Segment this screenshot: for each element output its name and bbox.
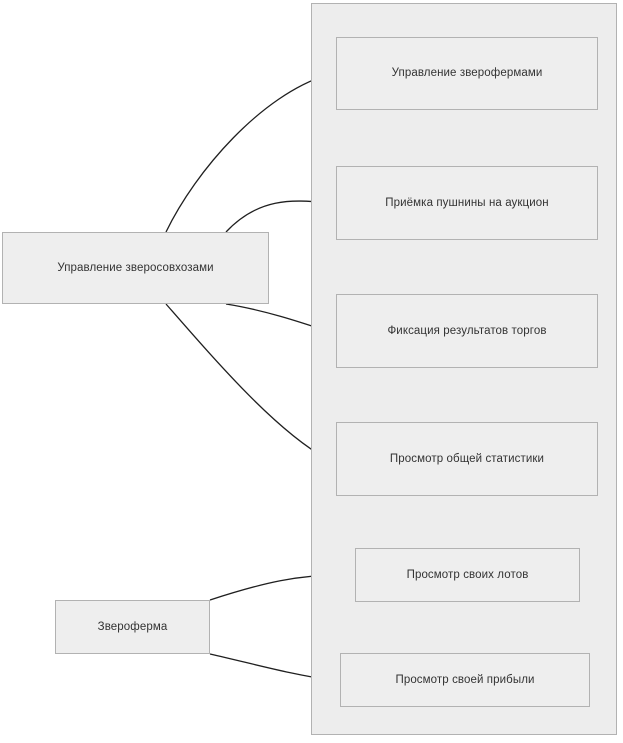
use-case-uc-priyomka-pushniny[interactable]: Приёмка пушнины на аукцион bbox=[336, 166, 598, 240]
use-case-uc-upravlenie-zverofermami[interactable]: Управление зверофермами bbox=[336, 37, 598, 110]
use-case-uc-prosmotr-obshchey-statistiki[interactable]: Просмотр общей статистики bbox=[336, 422, 598, 496]
actor-label: Звероферма bbox=[97, 620, 168, 633]
system-boundary-panel bbox=[311, 3, 617, 735]
use-case-uc-prosmotr-svoih-lotov[interactable]: Просмотр своих лотов bbox=[355, 548, 580, 602]
actor-actor-zveroferma[interactable]: Звероферма bbox=[55, 600, 210, 654]
use-case-label: Приёмка пушнины на аукцион bbox=[385, 196, 549, 209]
use-case-uc-prosmotr-svoey-pribyli[interactable]: Просмотр своей прибыли bbox=[340, 653, 590, 707]
use-case-label: Просмотр своих лотов bbox=[406, 568, 529, 581]
use-case-label: Управление зверофермами bbox=[391, 67, 543, 80]
use-case-uc-fiksaciya-rezultatov[interactable]: Фиксация результатов торгов bbox=[336, 294, 598, 368]
use-case-label: Просмотр своей прибыли bbox=[395, 673, 535, 686]
edges-group bbox=[165, 74, 347, 683]
edge-zverosovkhoz-to-statistika bbox=[165, 303, 328, 460]
actor-actor-zverosovkhoz[interactable]: Управление зверосовхозами bbox=[2, 232, 269, 304]
actor-label: Управление зверосовхозами bbox=[57, 261, 214, 274]
use-case-label: Фиксация результатов торгов bbox=[387, 324, 547, 337]
edge-zverosovkhoz-to-zverofermami bbox=[165, 74, 328, 233]
use-case-label: Просмотр общей статистики bbox=[389, 452, 545, 465]
